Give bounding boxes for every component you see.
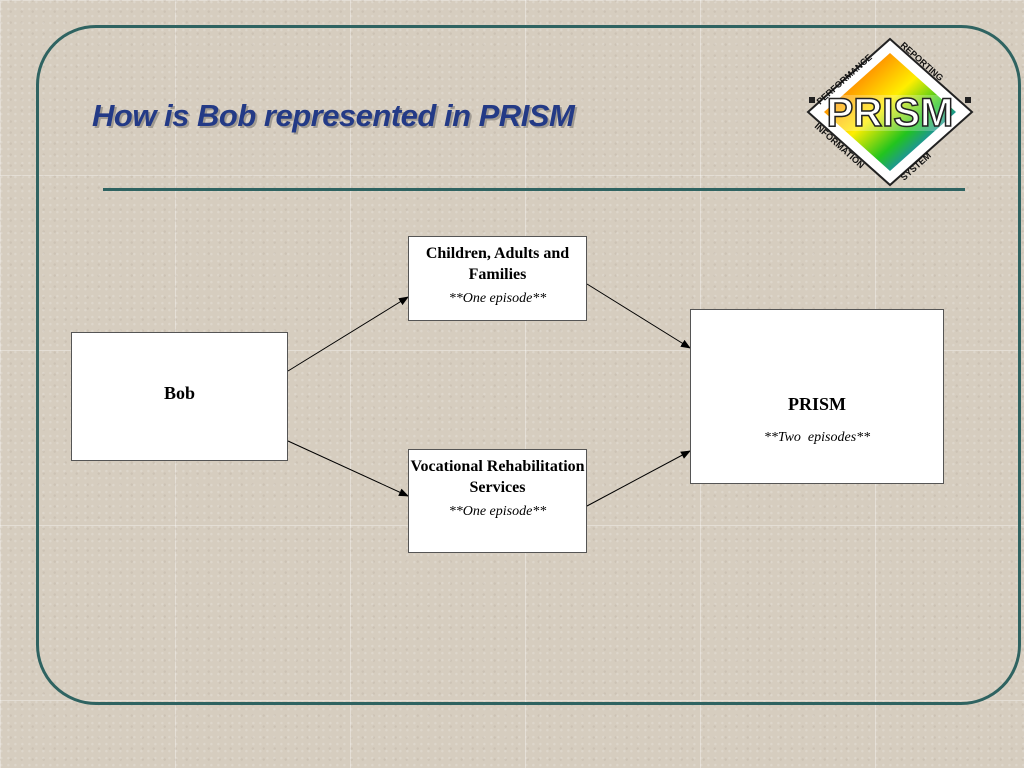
slide-title: How is Bob represented in PRISM <box>92 98 575 133</box>
node-prism-episodes: **Two episodes** <box>763 430 871 445</box>
node-prism-label: PRISM <box>788 394 846 414</box>
node-vr-episodes: **One episode** <box>448 504 547 519</box>
node-caf-label: Children, Adults and Families <box>425 245 570 283</box>
node-vr-label: Vocational Rehabilitation Services <box>410 458 585 496</box>
prism-logo: PRISM PERFORMANCE REPORTING INFORMATION … <box>806 37 974 187</box>
slide-frame <box>36 25 1021 705</box>
logo-word: PRISM <box>827 91 954 135</box>
node-caf-episodes: **One episode** <box>448 291 547 306</box>
node-bob: Bob <box>71 332 288 461</box>
node-children-adults-families: Children, Adults and Families **One epis… <box>408 236 587 321</box>
title-divider <box>103 188 965 191</box>
node-prism: PRISM **Two episodes** <box>690 309 944 484</box>
node-bob-label: Bob <box>163 383 196 403</box>
node-vocational-rehabilitation: Vocational Rehabilitation Services **One… <box>408 449 587 553</box>
